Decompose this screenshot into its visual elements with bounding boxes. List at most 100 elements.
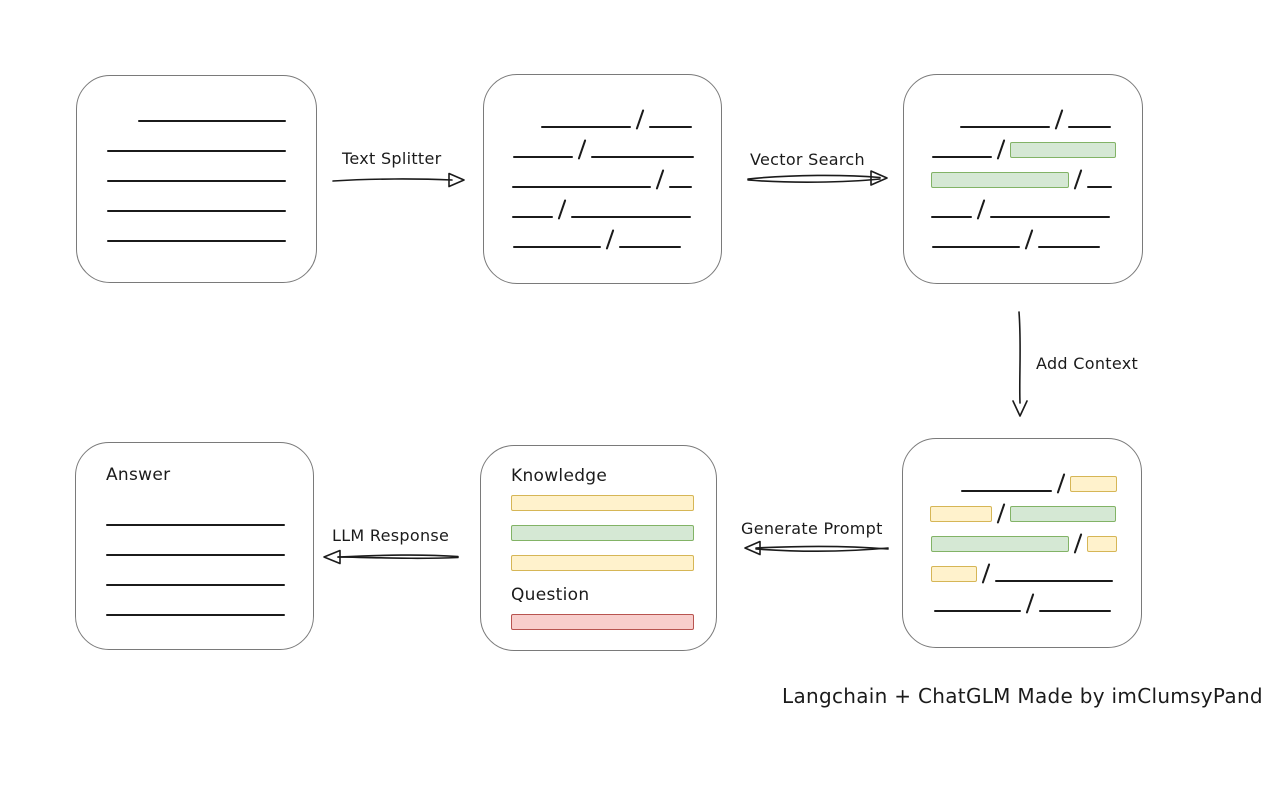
- document-lines: [77, 76, 316, 242]
- text-line: [512, 186, 651, 188]
- document-box[interactable]: [76, 75, 317, 283]
- text-line: [669, 186, 693, 188]
- text-line: [932, 246, 1020, 248]
- chunk-row: [106, 510, 313, 526]
- slash-separator: [1056, 473, 1066, 494]
- text-line: [1068, 126, 1112, 128]
- generate-prompt-arrow[interactable]: [744, 540, 889, 556]
- text-line: [934, 610, 1021, 612]
- chunk-row: [512, 229, 721, 250]
- knowledge-label: Knowledge: [511, 466, 608, 486]
- knowledge-bars: [511, 495, 716, 571]
- yellow-chunk: [511, 495, 694, 511]
- credit-caption: Langchain + ChatGLM Made by imClumsyPand…: [782, 684, 1262, 708]
- chunk-row: [930, 533, 1141, 554]
- text-line: [960, 126, 1050, 128]
- green-chunk: [931, 536, 1069, 552]
- text-line: [106, 554, 285, 556]
- yellow-chunk: [511, 555, 694, 571]
- text-line: [932, 156, 992, 158]
- text-line: [541, 126, 631, 128]
- yellow-chunk: [931, 566, 977, 582]
- text-line: [512, 216, 553, 218]
- text-line: [107, 150, 286, 152]
- chunk-row: [107, 226, 316, 242]
- prompt-box[interactable]: Knowledge Question: [480, 445, 717, 651]
- chunk-row: [107, 196, 316, 212]
- text-splitter-label: Text Splitter: [342, 149, 442, 168]
- slash-separator: [557, 199, 567, 220]
- chunk-row: [106, 600, 313, 616]
- chunk-row: [931, 169, 1142, 190]
- chunk-row: [930, 503, 1141, 524]
- text-line: [591, 156, 695, 158]
- chunk-row: [931, 139, 1142, 160]
- chunk-row: [512, 199, 721, 220]
- text-splitter-arrow[interactable]: [332, 172, 465, 188]
- yellow-chunk: [930, 506, 992, 522]
- slash-separator: [1073, 169, 1083, 190]
- answer-label: Answer: [106, 465, 171, 485]
- slash-separator: [577, 139, 587, 160]
- text-line: [106, 614, 285, 616]
- chunk-row: [931, 229, 1142, 250]
- slash-separator: [996, 503, 1006, 524]
- text-line: [1038, 246, 1101, 248]
- answer-lines: [106, 510, 313, 616]
- text-line: [107, 210, 286, 212]
- text-line: [990, 216, 1111, 218]
- chunk-row: [930, 563, 1141, 584]
- slash-separator: [1054, 109, 1064, 130]
- chunk-row: [511, 525, 716, 541]
- chunk-row: [930, 593, 1141, 614]
- search-chunk-rows: [904, 75, 1142, 250]
- text-line: [513, 156, 573, 158]
- green-chunk: [1010, 142, 1117, 158]
- question-label: Question: [511, 585, 590, 605]
- vector-search-result-box[interactable]: [903, 74, 1143, 284]
- llm-response-label: LLM Response: [332, 526, 450, 545]
- text-line: [107, 240, 286, 242]
- text-line: [107, 180, 286, 182]
- text-line: [106, 584, 285, 586]
- green-chunk: [1010, 506, 1117, 522]
- chunk-row: [512, 139, 721, 160]
- slash-separator: [655, 169, 665, 190]
- slash-separator: [996, 139, 1006, 160]
- slash-separator: [635, 109, 645, 130]
- split-chunks-box[interactable]: [483, 74, 722, 284]
- answer-box[interactable]: Answer: [75, 442, 314, 650]
- text-line: [931, 216, 972, 218]
- chunk-row: [512, 169, 721, 190]
- text-line: [1087, 186, 1113, 188]
- slash-separator: [1025, 593, 1035, 614]
- chunk-row: [511, 495, 716, 511]
- split-chunk-rows: [484, 75, 721, 250]
- chunk-row: [511, 614, 716, 630]
- text-line: [1039, 610, 1112, 612]
- chunk-row: [931, 109, 1142, 130]
- chunk-row: [106, 540, 313, 556]
- chunk-row: [106, 570, 313, 586]
- slash-separator: [605, 229, 615, 250]
- llm-response-arrow[interactable]: [323, 549, 459, 565]
- text-line: [513, 246, 601, 248]
- add-context-arrow[interactable]: [1012, 311, 1028, 417]
- text-line: [106, 524, 285, 526]
- slash-separator: [1024, 229, 1034, 250]
- chunk-row: [512, 109, 721, 130]
- yellow-chunk: [1087, 536, 1118, 552]
- text-line: [619, 246, 682, 248]
- chunk-row: [931, 199, 1142, 220]
- text-line: [649, 126, 693, 128]
- context-box[interactable]: [902, 438, 1142, 648]
- chunk-row: [107, 166, 316, 182]
- generate-prompt-label: Generate Prompt: [741, 519, 883, 538]
- text-line: [961, 490, 1052, 492]
- slash-separator: [1073, 533, 1083, 554]
- vector-search-arrow[interactable]: [747, 170, 888, 186]
- chunk-row: [107, 106, 316, 122]
- add-context-label: Add Context: [1036, 354, 1139, 373]
- vector-search-label: Vector Search: [750, 150, 865, 169]
